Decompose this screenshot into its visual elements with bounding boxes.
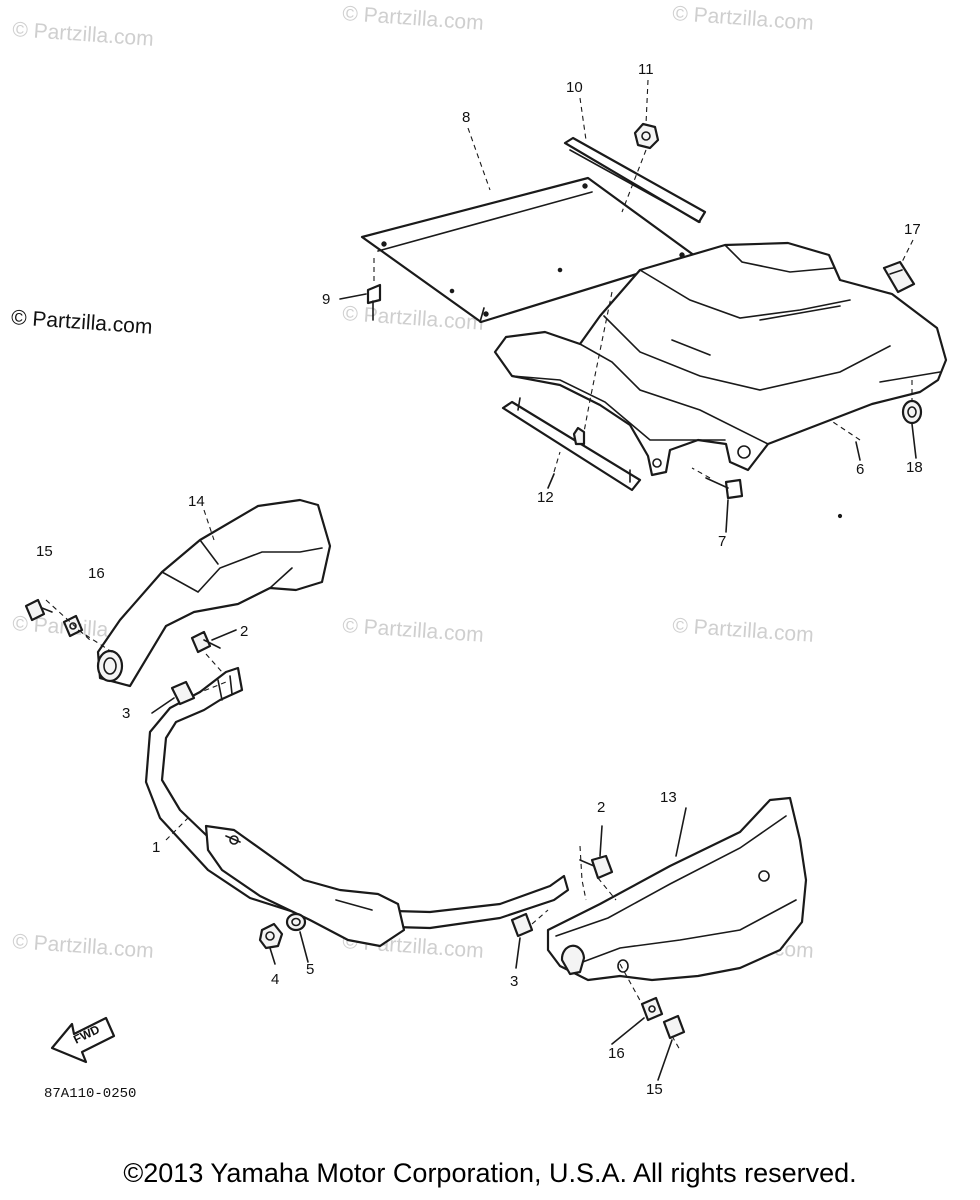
callout-label: 14 xyxy=(188,493,205,510)
callout-label: 16 xyxy=(608,1045,625,1062)
callout-label: 5 xyxy=(306,961,314,978)
callout-label: 2 xyxy=(597,799,605,816)
part-11-nut xyxy=(633,122,660,150)
callout-label: 8 xyxy=(462,109,470,126)
part-14-left-cover xyxy=(96,498,332,688)
callout-label: 2 xyxy=(240,623,248,640)
part-1-grab-bar xyxy=(144,666,570,948)
part-18-grommet xyxy=(901,399,923,425)
callout-label: 15 xyxy=(646,1081,663,1098)
part-15-bolt-right xyxy=(662,1014,686,1040)
callout-numbers: 1 2 2 3 3 4 5 6 7 8 9 10 11 12 13 14 15 … xyxy=(36,61,923,1098)
part-3-nut-right xyxy=(510,912,534,938)
callout-label: 6 xyxy=(856,461,864,478)
callout-label: 13 xyxy=(660,789,677,806)
callout-label: 1 xyxy=(152,839,160,856)
part-9-rivet xyxy=(366,283,382,321)
leader-lines xyxy=(45,79,914,1051)
fwd-arrow-icon: FWD xyxy=(50,1016,116,1064)
watermark: © Partzilla.com xyxy=(342,614,485,647)
part-12-bracket xyxy=(501,397,642,492)
callout-label: 3 xyxy=(122,705,130,722)
diagram-code: 87A110-0250 xyxy=(44,1086,136,1102)
callout-label: 17 xyxy=(904,221,921,238)
watermark: © Partzilla.com xyxy=(12,18,155,51)
callout-label: 7 xyxy=(718,533,726,550)
callout-label: 18 xyxy=(906,459,923,476)
part-3-nut-left xyxy=(170,680,196,706)
copyright-footer: ©2013 Yamaha Motor Corporation, U.S.A. A… xyxy=(123,1158,857,1188)
callout-label: 16 xyxy=(88,565,105,582)
callout-label: 15 xyxy=(36,543,53,560)
watermark: © Partzilla.com xyxy=(12,930,155,963)
callout-label: 11 xyxy=(638,61,654,78)
part-7-rivet xyxy=(705,477,744,500)
part-4-nut xyxy=(258,922,284,950)
part-17-pad xyxy=(882,260,916,294)
callout-leaders xyxy=(151,293,917,1081)
part-2-bolt-left xyxy=(190,630,221,654)
watermark: © Partzilla.com xyxy=(672,2,815,35)
part-15-bolt-left xyxy=(24,598,53,622)
part-5-washer xyxy=(285,912,307,932)
part-10-bar xyxy=(563,136,707,224)
watermark: © Partzilla.com xyxy=(342,2,485,35)
part-13-right-cover xyxy=(546,796,808,982)
callout-label: 12 xyxy=(537,489,554,506)
part-2-bolt-right xyxy=(579,854,614,880)
callout-label: 4 xyxy=(271,971,279,988)
callout-label: 9 xyxy=(322,291,330,308)
part-16-collar-right xyxy=(640,996,664,1022)
callout-label: 3 xyxy=(510,973,518,990)
callout-label: 10 xyxy=(566,79,583,96)
part-6-seat-body xyxy=(493,241,948,519)
watermark-layer: © Partzilla.com © Partzilla.com © Partzi… xyxy=(12,2,815,963)
watermark: © Partzilla.com xyxy=(672,614,815,647)
